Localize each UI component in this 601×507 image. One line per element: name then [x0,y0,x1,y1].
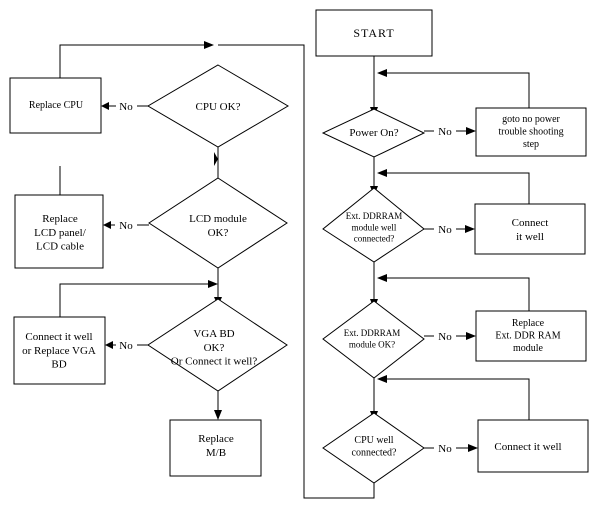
node-label: Power On? [349,127,398,139]
node-power-on: Power On? [321,108,426,158]
node-label-line: BD [51,359,66,371]
edge-label-no: No [438,443,452,455]
node-label-line: Replace CPU [29,100,84,111]
node-label-line: M/B [206,447,226,459]
node-label-line: Ext. DDR RAM [495,331,560,342]
arrowhead [377,169,387,177]
node-label-line: LCD module [189,213,247,225]
node-label: Connect it well or Replace VGA BD [22,331,96,371]
arrowhead [468,444,478,452]
edge-connect-well-1-return [385,172,530,204]
node-label-line: START [353,26,394,40]
node-cpu-ok: CPU OK? [147,64,289,148]
edge-connect-well-2-return [385,378,530,420]
edge-replace-ext-ddr-return [385,277,530,311]
node-label-line: step [523,139,539,150]
edge-label-no: No [438,126,452,138]
node-label: START [353,26,394,40]
node-label-line: Connect it well [25,331,92,343]
node-start: START [315,9,433,57]
node-connect-or-replace-vga: Connect it well or Replace VGA BD [13,316,106,385]
node-label-line: Power On? [349,127,398,139]
node-label-line: OK? [208,227,229,239]
arrowhead [466,332,476,340]
node-label-line: CPU well [354,435,393,446]
node-replace-cpu: Replace CPU [9,77,102,134]
edge-replace-cpu-return [59,44,207,78]
node-label: VGA BD OK? Or Connect it well? [171,328,258,368]
arrowhead [101,102,109,110]
node-label-line: or Replace VGA [22,345,96,357]
node-label-line: Connect it well [494,441,561,453]
node-label-line: VGA BD [193,328,234,340]
arrowhead [204,41,214,49]
edge-labels: No No No No No No No [119,101,452,455]
node-label-line: module [513,343,544,354]
arrowhead [377,69,387,77]
node-label-line: connected? [352,448,398,459]
node-label: Replace CPU [29,100,84,111]
node-label-line: Ext. DDRRAM [344,328,401,338]
node-label-line: LCD panel/ [34,227,87,239]
edge-goto-no-power-return [385,72,530,108]
connectors [59,44,530,499]
node-label-line: OK? [204,342,225,354]
node-label-line: Connect [512,217,549,229]
node-connect-well-2: Connect it well [477,419,589,473]
node-label-line: Replace [512,318,545,329]
node-label-line: Replace [42,213,78,225]
node-label: Connect it well [494,441,561,453]
edge-cpu-well-connected-to-cpu-ok [218,44,375,499]
edge-connect-or-replace-vga-return [59,283,210,317]
node-label-line: Ext. DDRRAM [346,211,403,221]
node-label-line: connected? [354,234,394,244]
node-label: CPU OK? [196,101,241,113]
node-label-line: Replace [198,433,234,445]
node-label-line: module OK? [349,339,395,349]
node-label-line: LCD cable [36,241,84,253]
node-label-line: CPU OK? [196,101,241,113]
arrowhead [214,410,222,420]
arrowhead [208,280,218,288]
arrowhead [103,221,111,229]
node-label: Connect it well [512,217,549,243]
arrowhead [105,341,113,349]
node-label-line: Or Connect it well? [171,356,258,368]
arrowhead [377,375,387,383]
node-label-line: module well [352,222,397,232]
node-connect-well-1: Connect it well [474,203,586,255]
node-cpu-well-connected: CPU well connected? [322,412,425,484]
node-label: CPU well connected? [352,435,398,459]
node-label-line: goto no power [502,114,560,125]
node-label-line: trouble shooting [498,127,563,138]
arrowhead [377,274,387,282]
arrowhead [214,152,218,166]
edge-label-no: No [119,340,133,352]
edge-label-no: No [119,101,133,113]
edge-label-no: No [119,220,133,232]
edge-label-no: No [438,331,452,343]
arrowhead [465,225,475,233]
node-vga-bd-ok: VGA BD OK? Or Connect it well? [147,298,288,392]
edge-label-no: No [438,224,452,236]
arrowhead [466,127,476,135]
node-label-line: it well [516,231,544,243]
